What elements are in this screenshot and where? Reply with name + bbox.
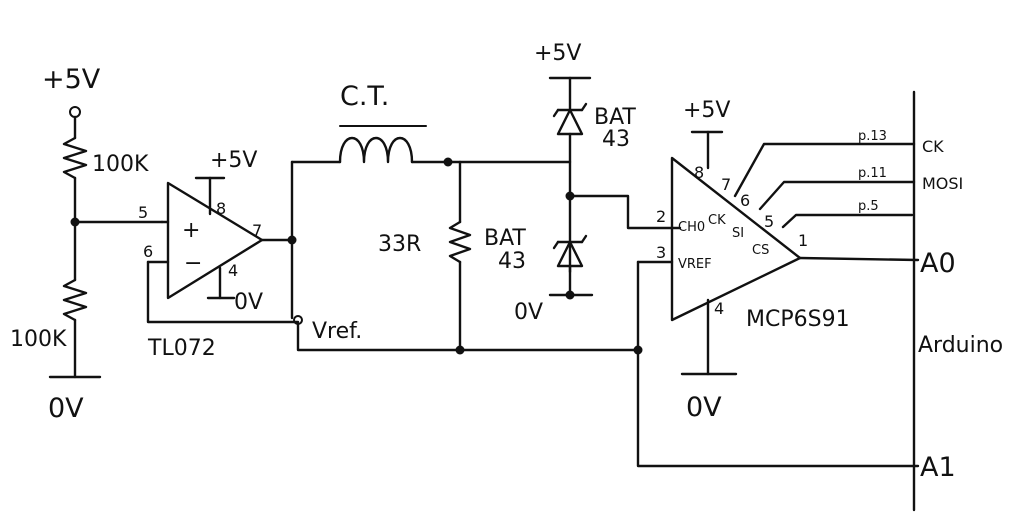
pga-mcp6s91 (633, 130, 920, 468)
wire-ck (733, 142, 916, 198)
burden-resistor (448, 160, 472, 355)
pga-pin-8-label: 8 (694, 163, 704, 182)
pga-ch0-label: CH0 (678, 220, 705, 235)
r1-label: 100K (92, 152, 149, 177)
diode-top-label-2: 43 (602, 127, 630, 152)
wire-mosi (758, 180, 916, 211)
diode-bottom-label-1: BAT (484, 226, 526, 251)
opamp-gnd-label: 0V (234, 290, 263, 315)
pin-7-label: 7 (252, 221, 262, 240)
ct-coil (338, 136, 414, 164)
clamp-supply-label: +5V (534, 41, 581, 66)
clamp-diodes (548, 76, 682, 300)
pga-pin-5-label: 5 (764, 212, 774, 231)
arduino-pin-13: p.13 (858, 129, 887, 144)
supply-label: +5V (42, 64, 101, 95)
pin-6-label: 6 (143, 242, 153, 261)
pin-5-label: 5 (138, 203, 148, 222)
pin-8-label: 8 (216, 199, 226, 218)
diode-bottom-label-2: 43 (498, 249, 526, 274)
pga-part-label: MCP6S91 (746, 307, 850, 332)
burden-label: 33R (378, 232, 421, 257)
opamp-part-label: TL072 (147, 336, 216, 361)
pga-pin-4-label: 4 (714, 299, 724, 318)
diode-top-label-1: BAT (594, 105, 636, 130)
pga-si-label: SI (732, 226, 744, 241)
pga-pin-3-label: 3 (656, 243, 666, 262)
pga-supply-label: +5V (683, 98, 730, 123)
opamp-triangle (166, 181, 264, 300)
pga-gnd-label: 0V (686, 392, 722, 423)
arduino-pin-11: p.11 (858, 166, 887, 181)
clamp-gnd-label: 0V (514, 300, 543, 325)
pga-pin-7-label: 7 (721, 175, 731, 194)
pga-pin-1-label: 1 (798, 231, 808, 250)
resistor-100k-top (62, 136, 88, 180)
wire-cs (781, 213, 914, 229)
wire-out-to-a0 (798, 256, 920, 262)
opamp-tl072 (146, 160, 640, 352)
pga-pin-6-label: 6 (740, 191, 750, 210)
arduino-mosi-label: MOSI (922, 174, 963, 193)
resistor-100k-bottom (62, 278, 88, 322)
pga-vref-label: VREF (678, 257, 712, 272)
arduino-ck-label: CK (922, 137, 944, 156)
pga-pin-2-label: 2 (656, 207, 666, 226)
arduino-name-label: Arduino (918, 333, 1003, 358)
ct-label: C.T. (340, 81, 389, 112)
pga-ck-label: CK (708, 213, 726, 228)
vref-label: Vref. (312, 319, 362, 344)
resistor-33r (448, 220, 472, 264)
pga-triangle (670, 156, 802, 322)
ground-label: 0V (48, 393, 84, 424)
supply-terminal (69, 106, 81, 118)
pga-cs-label: CS (752, 243, 769, 258)
current-transformer (290, 125, 572, 167)
opamp-minus-sign: − (184, 251, 202, 276)
divider-network (48, 106, 164, 379)
arduino-a0-label: A0 (920, 248, 956, 279)
arduino-a1-label: A1 (920, 452, 956, 483)
opamp-supply-label: +5V (210, 148, 257, 173)
diode-top-triangle (556, 108, 584, 136)
feedback-wire (146, 260, 300, 324)
vref-return-wire (296, 322, 640, 352)
arduino-pin-5: p.5 (858, 199, 879, 214)
wire-to-ch0 (568, 194, 682, 230)
opamp-plus-sign: + (182, 218, 200, 243)
pin-4-label: 4 (228, 261, 238, 280)
r2-label: 100K (10, 327, 67, 352)
wire-vref-to-a1 (636, 260, 920, 468)
